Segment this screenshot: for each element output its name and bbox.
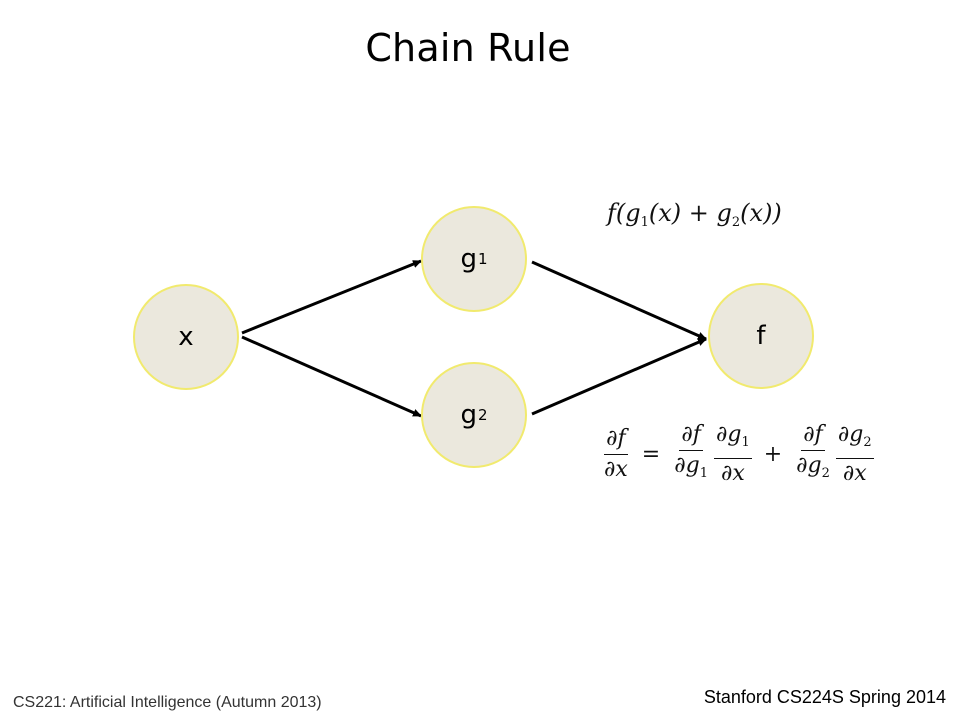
edge-g2-to-f xyxy=(531,337,707,416)
node-g1-subscript: 1 xyxy=(477,250,488,268)
node-f: f xyxy=(708,283,814,389)
node-f-label: f xyxy=(756,321,766,351)
node-g1-label: g xyxy=(460,244,477,274)
edge-x-to-g1 xyxy=(241,259,422,335)
node-g2-subscript: 2 xyxy=(477,406,488,424)
node-g2-label: g xyxy=(460,400,477,430)
node-x-label: x xyxy=(178,322,194,352)
node-x: x xyxy=(133,284,239,390)
footer-course-right: Stanford CS224S Spring 2014 xyxy=(703,687,946,707)
edge-g1-to-f xyxy=(531,260,707,341)
composition-formula: f(g1(x) + g2(x)) xyxy=(607,199,782,230)
edge-x-to-g2 xyxy=(241,335,422,418)
footer-course-left: CS221: Artificial Intelligence (Autumn 2… xyxy=(13,694,322,711)
chain-rule-formula: ∂f∂x = ∂f∂g1 ∂g1∂x + ∂f∂g2 ∂g2∂x xyxy=(604,422,874,486)
slide-title: Chain Rule xyxy=(365,26,571,70)
